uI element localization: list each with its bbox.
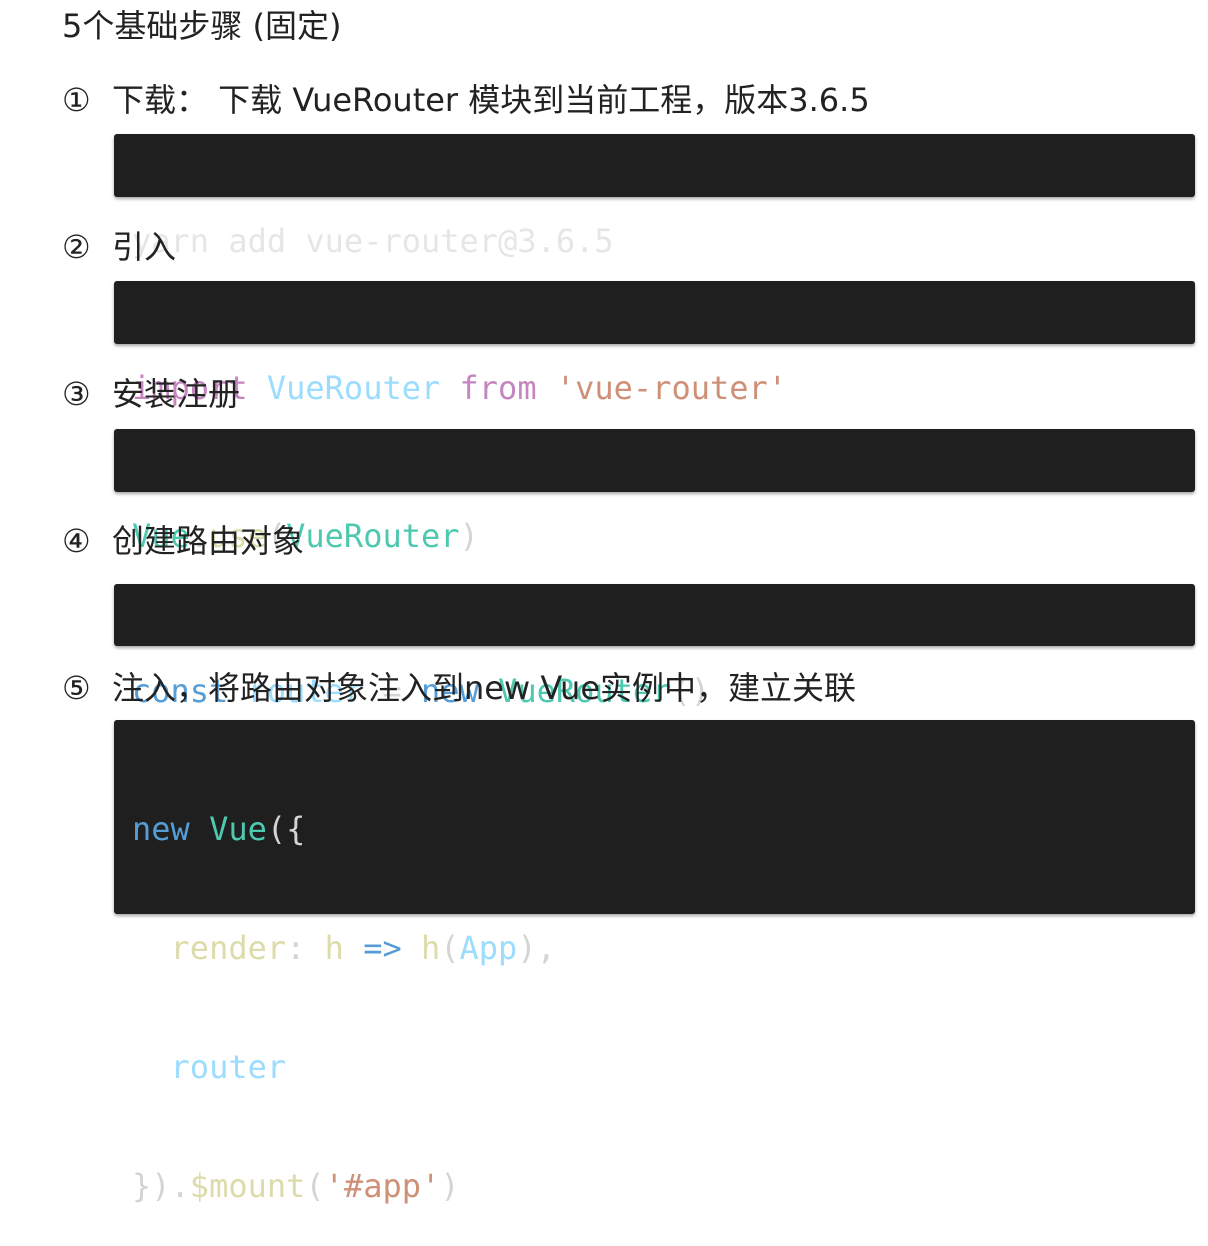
token-router-var: router bbox=[247, 672, 364, 710]
token-use: use bbox=[209, 517, 267, 555]
step-2-number: ② bbox=[62, 228, 91, 266]
code-block-new-vue[interactable]: new Vue({ render: h => h(App), router })… bbox=[114, 720, 1195, 1205]
step-1-text: 下载： 下载 VueRouter 模块到当前工程，版本3.6.5 bbox=[112, 81, 870, 119]
token-app-selector: '#app' bbox=[324, 1167, 441, 1205]
step-2: ② 引入 bbox=[62, 225, 176, 269]
token-vue: Vue bbox=[132, 517, 190, 555]
token-h-call: h bbox=[420, 929, 441, 967]
token-router-prop: router bbox=[170, 1048, 287, 1086]
step-4-number: ④ bbox=[62, 522, 91, 560]
token-arrow: => bbox=[363, 929, 402, 967]
step-5-text: 注入，将路由对象注入到new Vue实例中，建立关联 bbox=[112, 669, 857, 707]
code-block-create-router[interactable]: const router = new VueRouter() bbox=[114, 584, 1195, 710]
code-block-use[interactable]: Vue.use(VueRouter) bbox=[114, 429, 1195, 555]
step-3-text: 安装注册 bbox=[112, 375, 241, 413]
install-command: yarn add vue-router@3.6.5 bbox=[132, 222, 614, 260]
step-2-text: 引入 bbox=[112, 228, 177, 266]
step-5: ⑤ 注入，将路由对象注入到new Vue实例中，建立关联 bbox=[62, 666, 856, 710]
step-3-number: ③ bbox=[62, 375, 91, 413]
token-import: import bbox=[132, 369, 248, 407]
page-heading: 5个基础步骤 (固定) bbox=[62, 7, 342, 45]
token-dot: . bbox=[189, 517, 210, 555]
token-mount-close: ) bbox=[440, 1167, 460, 1205]
token-parens: () bbox=[671, 672, 710, 710]
token-close-paren: ) bbox=[459, 517, 479, 555]
token-app: App bbox=[459, 929, 518, 967]
token-colon: : bbox=[286, 929, 306, 967]
token-close-brace: }). bbox=[132, 1167, 190, 1205]
code-block-install[interactable]: yarn add vue-router@3.6.5 bbox=[114, 134, 1195, 260]
token-h-open: ( bbox=[440, 929, 460, 967]
token-mount: $mount bbox=[189, 1167, 306, 1205]
token-mount-open: ( bbox=[305, 1167, 325, 1205]
token-equals: = bbox=[382, 672, 402, 710]
token-const: const bbox=[132, 672, 229, 710]
token-open-paren: ( bbox=[266, 517, 287, 555]
step-4-text: 创建路由对象 bbox=[112, 522, 305, 560]
token-h-close: ), bbox=[517, 929, 556, 967]
token-h-param: h bbox=[324, 929, 344, 967]
token-vuerouter-arg: VueRouter bbox=[286, 517, 460, 555]
token-module-string: 'vue-router' bbox=[555, 369, 788, 407]
step-1-number: ① bbox=[62, 81, 91, 119]
code-block-import[interactable]: import VueRouter from 'vue-router' bbox=[114, 281, 1195, 407]
step-4: ④ 创建路由对象 bbox=[62, 519, 304, 563]
token-vue-l1: Vue bbox=[209, 810, 267, 848]
step-5-number: ⑤ bbox=[62, 669, 91, 707]
step-1: ① 下载： 下载 VueRouter 模块到当前工程，版本3.6.5 bbox=[62, 78, 870, 122]
token-new-l1: new bbox=[132, 810, 190, 848]
token-new: new bbox=[420, 672, 479, 710]
token-from: from bbox=[459, 369, 537, 407]
token-render: render bbox=[170, 929, 287, 967]
token-vuerouter: VueRouter bbox=[266, 369, 441, 407]
step-3: ③ 安装注册 bbox=[62, 372, 240, 416]
token-open-brace: ({ bbox=[266, 810, 306, 848]
token-vuerouter-ctor: VueRouter bbox=[498, 672, 672, 710]
